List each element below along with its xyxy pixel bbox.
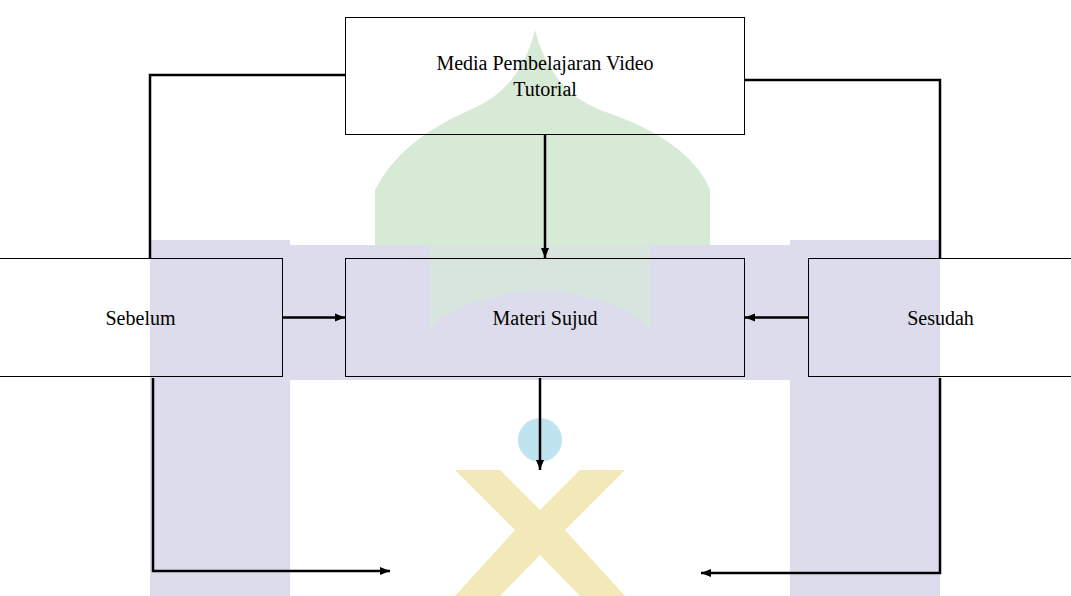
node-label: Sebelum: [106, 305, 176, 331]
watermark-band: [150, 245, 940, 380]
connector: [150, 75, 345, 258]
node-label: Materi Sujud: [493, 305, 598, 331]
after-box: Sesudah: [808, 258, 1071, 377]
connector: [283, 316, 345, 319]
connector: [745, 316, 808, 319]
node-label: Media Pembelajaran Video Tutorial: [430, 50, 660, 102]
watermark-dome: [375, 30, 710, 245]
connector: [745, 80, 940, 258]
watermark-cross: [455, 470, 625, 596]
watermark-shapes: [150, 30, 940, 596]
topic-box: Materi Sujud: [345, 258, 745, 377]
connector: [544, 135, 547, 258]
node-label: Sesudah: [907, 305, 974, 331]
media-box: Media Pembelajaran Video Tutorial: [345, 17, 745, 135]
output-arrow: [153, 378, 390, 571]
output-arrow: [539, 378, 542, 470]
before-box: Sebelum: [0, 258, 283, 377]
output-arrow: [701, 378, 940, 573]
